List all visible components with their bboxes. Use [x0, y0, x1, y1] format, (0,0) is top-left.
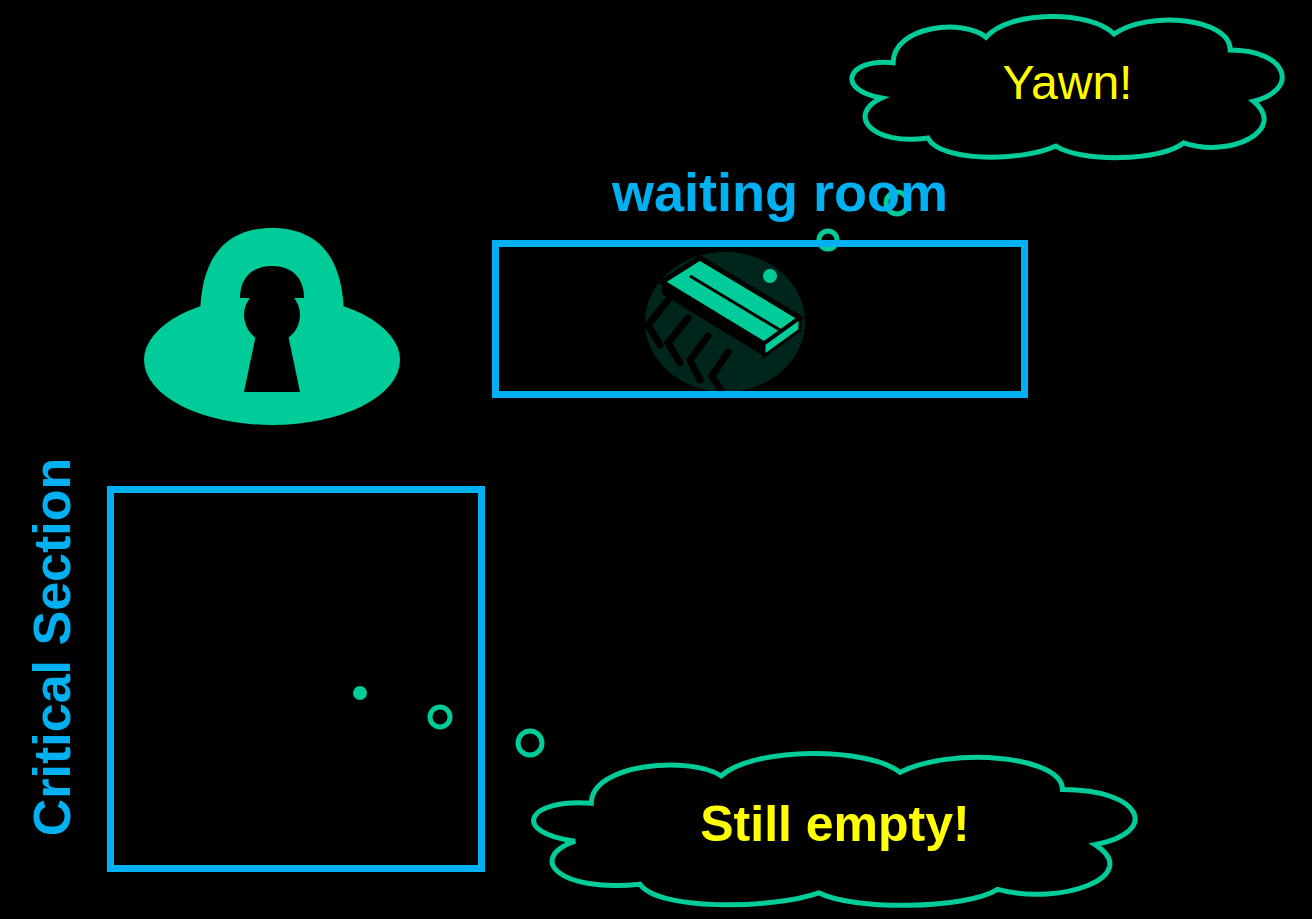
lock-symbol [144, 228, 400, 425]
thought-dots [353, 686, 542, 755]
processor-symbol [645, 252, 805, 392]
thought-text: Yawn! [835, 2, 1300, 162]
thought-cloud: Still empty! [510, 738, 1160, 910]
box-heading: waiting room [612, 161, 948, 223]
critical-section-box: Critical Section [107, 486, 485, 872]
waiting-room-box: waiting room [492, 240, 1028, 398]
box-heading: Critical Section [22, 458, 82, 837]
thought-text: Still empty! [510, 738, 1160, 910]
thought-cloud: Yawn! [835, 2, 1300, 162]
